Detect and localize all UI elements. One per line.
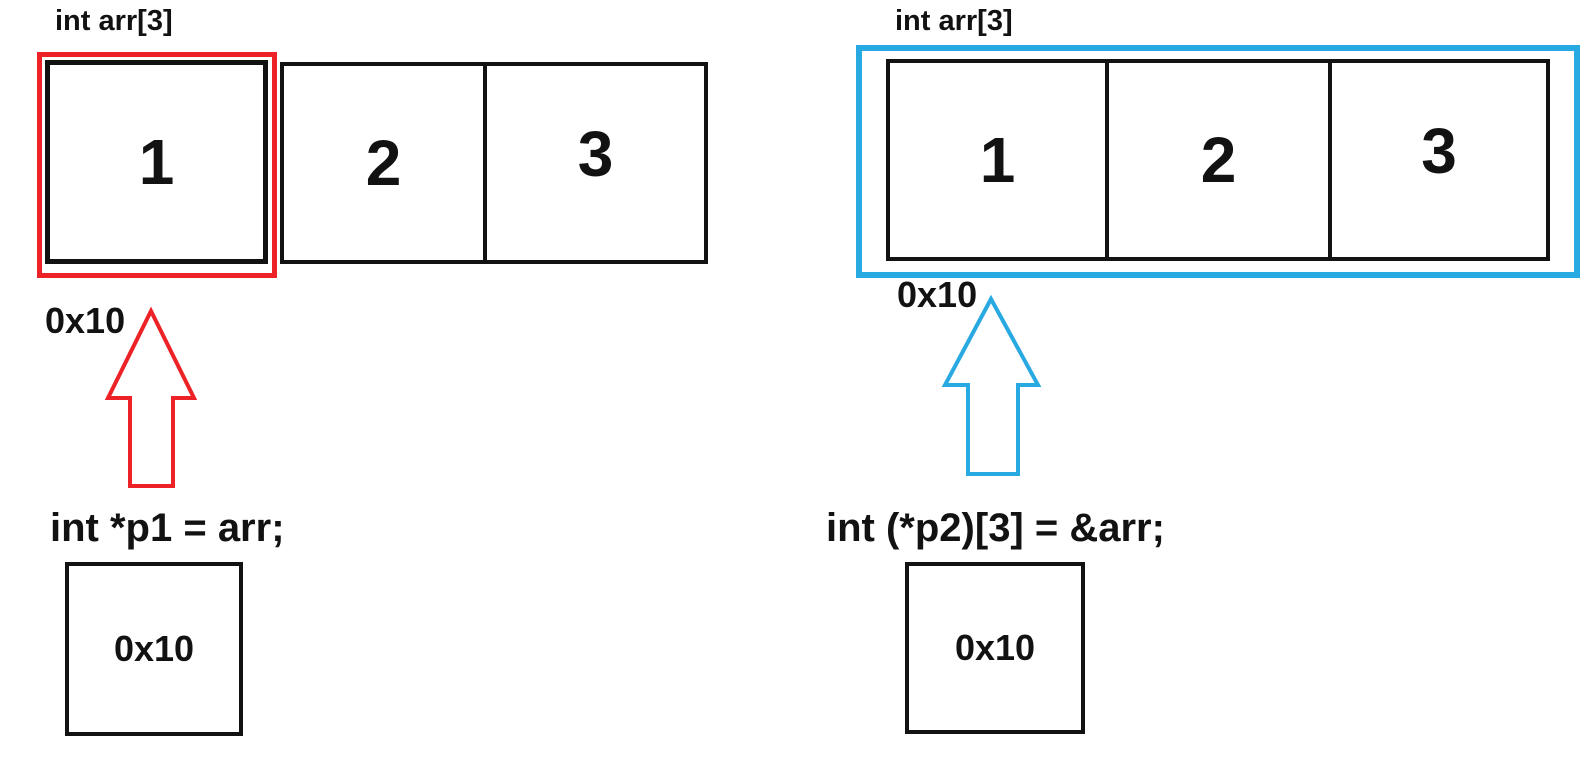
red-up-arrow-icon: [104, 306, 198, 488]
left-first-element-highlight-rect: [37, 52, 277, 278]
right-array-cell-1: 2: [1105, 59, 1332, 261]
right-array-cell-0: 1: [886, 59, 1109, 261]
left-array-cell-0: 1: [45, 60, 268, 264]
right-pointer-value: 0x10: [954, 627, 1036, 668]
right-array-cell-2: 3: [1328, 59, 1550, 261]
right-whole-array-highlight-rect: [856, 45, 1580, 278]
left-array-cell-1: 2: [280, 62, 487, 264]
left-pointer-declaration-code: int *p1 = arr;: [50, 506, 285, 550]
right-array-cell-0-value: 1: [979, 124, 1016, 196]
left-array-cell-2: 3: [483, 62, 708, 264]
right-array-declaration-label: int arr[3]: [895, 5, 1013, 37]
right-pointer-value-box: 0x10: [905, 562, 1085, 734]
left-array-cell-2-value: 3: [577, 118, 614, 190]
left-array-declaration-label: int arr[3]: [55, 5, 173, 37]
right-array-cell-2-value: 3: [1421, 115, 1457, 187]
left-array-cell-0-value: 1: [138, 126, 175, 198]
left-address-label: 0x10: [45, 300, 126, 341]
right-address-label: 0x10: [897, 274, 978, 315]
left-array-cell-1-value: 2: [365, 127, 402, 199]
blue-up-arrow-shape: [941, 294, 1042, 476]
right-array-cell-1-value: 2: [1200, 124, 1237, 196]
left-pointer-value: 0x10: [113, 628, 195, 669]
red-up-arrow-shape: [104, 306, 198, 488]
right-pointer-declaration-code: int (*p2)[3] = &arr;: [826, 506, 1165, 550]
blue-up-arrow-icon: [941, 294, 1042, 476]
left-pointer-value-box: 0x10: [65, 562, 243, 736]
